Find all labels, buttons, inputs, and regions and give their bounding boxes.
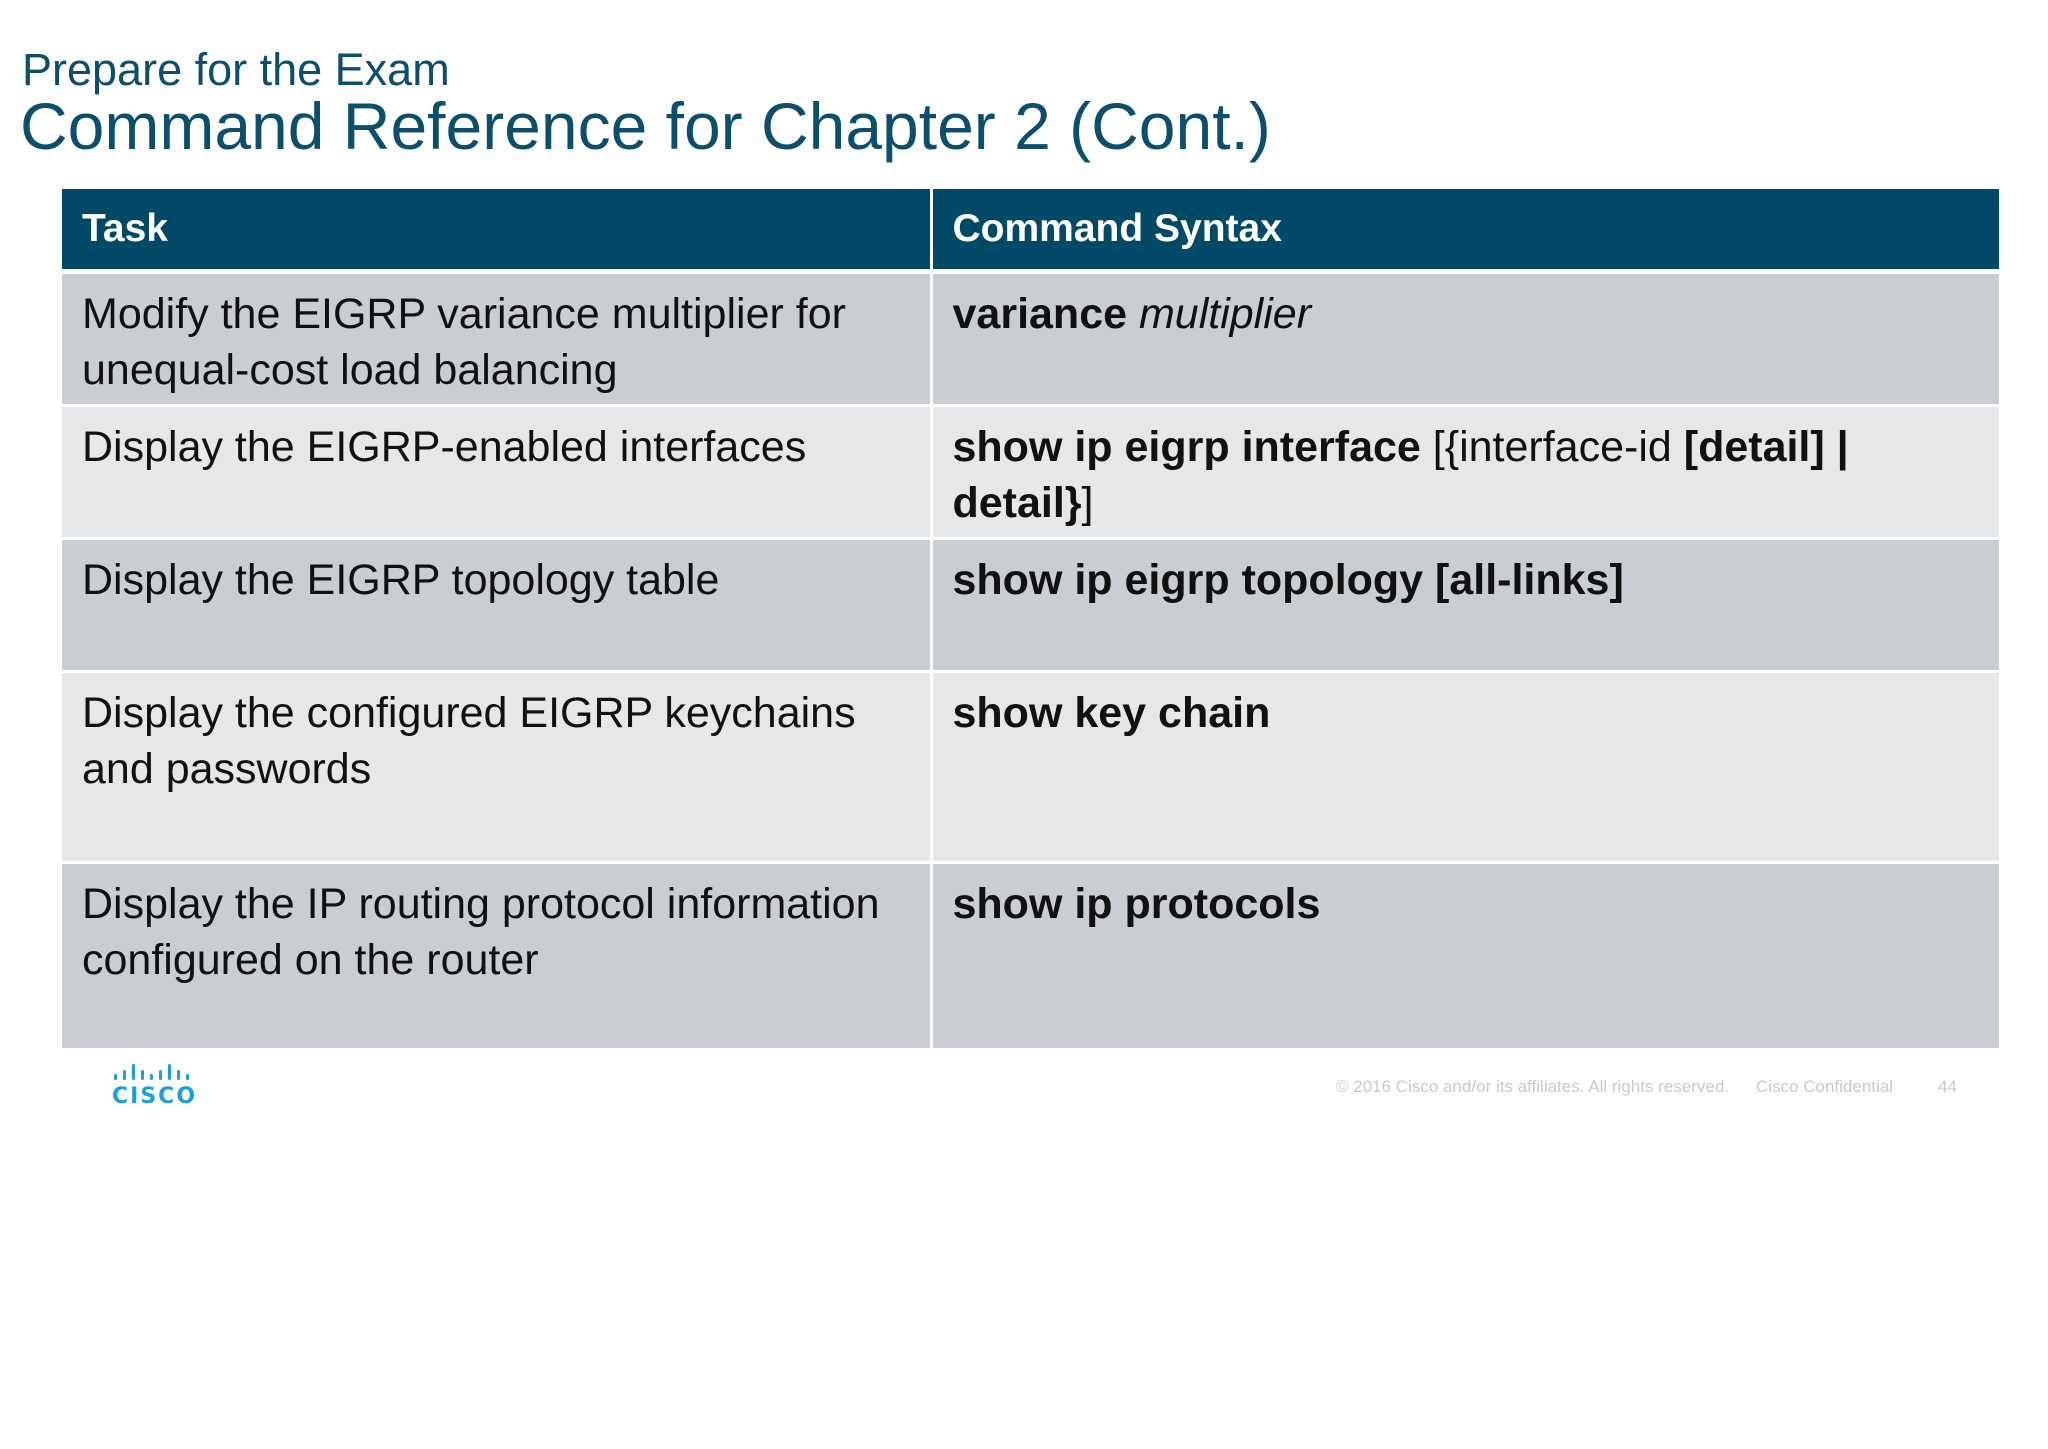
command-cell: show ip eigrp interface [{interface-id […	[931, 405, 1999, 540]
command-cell: show key chain	[931, 671, 1999, 864]
cisco-bars-icon	[114, 1064, 189, 1080]
table-row: Display the EIGRP topology table show ip…	[62, 538, 1999, 673]
command-keyword: [detail] | detail}	[952, 423, 1849, 527]
task-cell: Modify the EIGRP variance multiplier for…	[62, 271, 933, 407]
command-keyword: show key chain	[952, 689, 1271, 737]
table-row: Display the EIGRP-enabled interfaces sho…	[62, 405, 1999, 540]
table-row: Modify the EIGRP variance multiplier for…	[62, 271, 1999, 407]
task-cell: Display the configured EIGRP keychains a…	[62, 671, 933, 864]
command-cell: show ip eigrp topology [all-links]	[931, 538, 1999, 673]
task-cell: Display the EIGRP-enabled interfaces	[62, 405, 933, 540]
cisco-logo-wordmark: CISCO	[112, 1084, 198, 1109]
command-keyword: show ip eigrp interface	[952, 423, 1421, 471]
slide-title: Command Reference for Chapter 2 (Cont.)	[20, 89, 1271, 163]
command-text: ]	[1081, 479, 1094, 527]
task-cell: Display the IP routing protocol informat…	[62, 862, 933, 1051]
cisco-logo-icon: CISCO	[112, 1062, 196, 1112]
command-keyword: show ip protocols	[952, 880, 1321, 928]
command-text	[1127, 290, 1139, 338]
slide-subtitle: Prepare for the Exam	[22, 44, 450, 95]
table-row: Display the configured EIGRP keychains a…	[62, 671, 1999, 864]
command-argument: multiplier	[1138, 290, 1312, 338]
table-header-row: Task Command Syntax	[62, 189, 1999, 274]
table-row: Display the IP routing protocol informat…	[62, 862, 1999, 1051]
command-cell: variance multiplier	[931, 271, 1999, 407]
command-keyword: show ip eigrp topology [all-links]	[952, 556, 1624, 604]
copyright-notice: © 2016 Cisco and/or its affiliates. All …	[1336, 1077, 1730, 1096]
command-cell: show ip protocols	[931, 862, 1999, 1051]
task-cell: Display the EIGRP topology table	[62, 538, 933, 673]
command-text: [{interface-id	[1420, 423, 1684, 471]
command-keyword: variance	[952, 290, 1128, 338]
page-number: 44	[1938, 1077, 1957, 1096]
column-header-command-syntax: Command Syntax	[931, 189, 1999, 274]
command-reference-table: Task Command Syntax Modify the EIGRP var…	[62, 189, 1999, 1051]
column-header-task: Task	[62, 189, 933, 274]
confidential-label: Cisco Confidential	[1756, 1077, 1894, 1096]
